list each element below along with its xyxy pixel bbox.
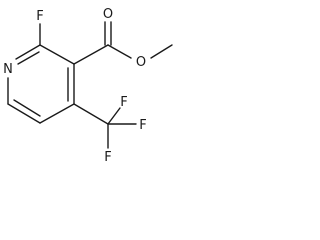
bond-c2-n1 (15, 44, 41, 60)
atom-label-ring-nitrogen: N (3, 62, 13, 77)
bond-c2-c3 (39, 44, 75, 65)
atom-label-cf3-fluorine-right: F (139, 118, 146, 133)
bond-c2-n1-inner (17, 51, 40, 65)
bond-c5-c6 (7, 103, 41, 124)
atom-label-cf3-fluorine-bottom: F (104, 150, 111, 165)
atom-label-carbonyl-oxygen: O (103, 7, 113, 22)
bond-c4-cf3 (73, 103, 109, 125)
atom-label-fluorine-ring: F (36, 9, 43, 24)
bond-ester-o-methyl (150, 44, 173, 59)
bond-c3-carbonyl (73, 44, 109, 65)
atom-label-ester-oxygen: O (136, 55, 146, 70)
bond-c5-c6-inner (13, 99, 41, 117)
molecular-structure: N F O O F F F (3, 7, 173, 165)
bond-c4-c5 (39, 103, 75, 124)
bond-carbonyl-ester-o (107, 44, 132, 59)
bond-cf3-f-top (107, 107, 121, 125)
atom-label-cf3-fluorine-top: F (120, 95, 127, 110)
